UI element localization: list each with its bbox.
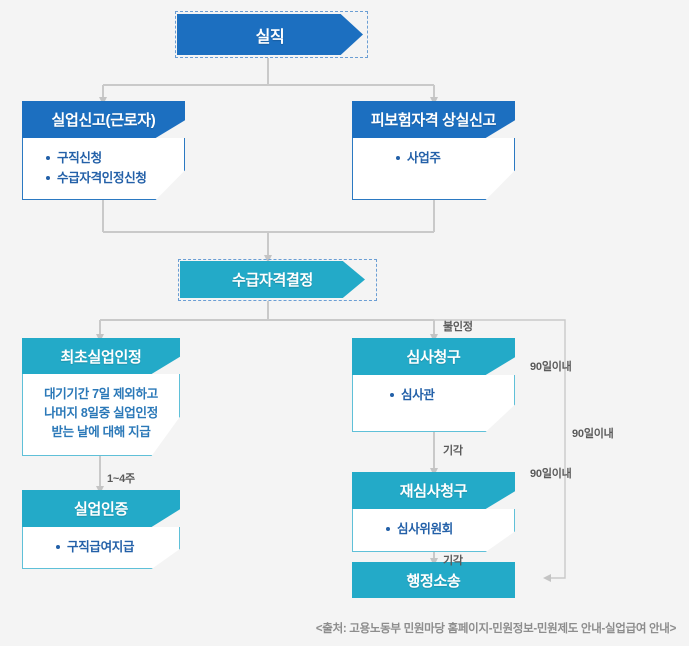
node-report-worker-bullets: 구직신청 수급자격인정신청 xyxy=(23,138,184,188)
node-re-review-request-header: 재심사청구 xyxy=(352,472,515,509)
text-line: 대기기간 7일 제외하고 xyxy=(44,387,158,401)
list-item: 수급자격인정신청 xyxy=(46,168,184,188)
edge-label-within-90-days-3: 90일이내 xyxy=(530,468,572,480)
node-unemployment-shape: 실직 xyxy=(177,14,363,55)
node-review-request-header: 심사청구 xyxy=(352,338,515,375)
edge-label-dismissed-1: 기각 xyxy=(443,445,463,457)
node-eligibility-dashed-outline xyxy=(178,259,377,301)
list-item: 구직급여지급 xyxy=(56,537,179,557)
node-unemployment-cert-header: 실업인증 xyxy=(22,490,180,527)
edge-label-within-90-days-2: 90일이내 xyxy=(572,428,614,440)
node-first-recognition-header: 최초실업인정 xyxy=(22,338,180,374)
list-item: 심사관 xyxy=(390,385,514,405)
node-report-insurance-body: 사업주 xyxy=(352,138,515,200)
node-report-insurance-header: 피보험자격 상실신고 xyxy=(352,101,515,138)
node-re-review-request[interactable]: 재심사청구 심사위원회 xyxy=(352,472,515,552)
node-report-insurance[interactable]: 피보험자격 상실신고 사업주 xyxy=(352,101,515,200)
text-line: 나머지 8일중 실업인정 xyxy=(44,406,158,420)
node-unemployment-cert-body: 구직급여지급 xyxy=(22,527,180,569)
node-unemployment-cert-bullets: 구직급여지급 xyxy=(23,527,179,557)
edge-label-dismissed-2: 기각 xyxy=(443,555,463,567)
node-re-review-request-bullets: 심사위원회 xyxy=(353,509,514,539)
node-re-review-request-body: 심사위원회 xyxy=(352,509,515,552)
node-report-worker-body: 구직신청 수급자격인정신청 xyxy=(22,138,185,200)
text-line: 받는 날에 대해 지급 xyxy=(51,425,151,439)
node-review-request-bullets: 심사관 xyxy=(353,375,514,405)
node-first-recognition-body: 대기기간 7일 제외하고 나머지 8일중 실업인정 받는 날에 대해 지급 xyxy=(22,374,180,456)
node-unemployment-cert[interactable]: 실업인증 구직급여지급 xyxy=(22,490,180,569)
node-admin-litigation-label: 행정소송 xyxy=(406,572,461,590)
node-review-request[interactable]: 심사청구 심사관 xyxy=(352,338,515,432)
node-first-recognition-text: 대기기간 7일 제외하고 나머지 8일중 실업인정 받는 날에 대해 지급 xyxy=(23,374,179,442)
edge-label-weeks-1-4: 1~4주 xyxy=(107,473,135,485)
list-item: 사업주 xyxy=(396,148,514,168)
node-first-recognition[interactable]: 최초실업인정 대기기간 7일 제외하고 나머지 8일중 실업인정 받는 날에 대… xyxy=(22,338,180,456)
edge-label-not-recognized: 불인정 xyxy=(443,321,473,333)
node-unemployment[interactable]: 실직 xyxy=(175,11,368,58)
node-report-worker-header: 실업신고(근로자) xyxy=(22,101,185,138)
node-review-request-body: 심사관 xyxy=(352,375,515,432)
node-eligibility-label: 수급자격결정 xyxy=(231,272,313,289)
node-admin-litigation[interactable]: 행정소송 xyxy=(352,562,515,598)
node-report-worker[interactable]: 실업신고(근로자) 구직신청 수급자격인정신청 xyxy=(22,101,185,200)
node-report-insurance-bullets: 사업주 xyxy=(353,138,514,168)
node-unemployment-label: 실직 xyxy=(255,28,285,46)
source-caption: <출처: 고용노동부 민원마당 홈페이지-민원정보-민원제도 안내-실업급여 안… xyxy=(315,623,676,635)
node-eligibility[interactable]: 수급자격결정 xyxy=(178,259,377,301)
node-eligibility-shape: 수급자격결정 xyxy=(180,261,365,298)
list-item: 심사위원회 xyxy=(386,519,514,539)
list-item: 구직신청 xyxy=(46,148,184,168)
node-unemployment-dashed-outline xyxy=(175,11,368,58)
edge-label-within-90-days-1: 90일이내 xyxy=(530,361,572,373)
